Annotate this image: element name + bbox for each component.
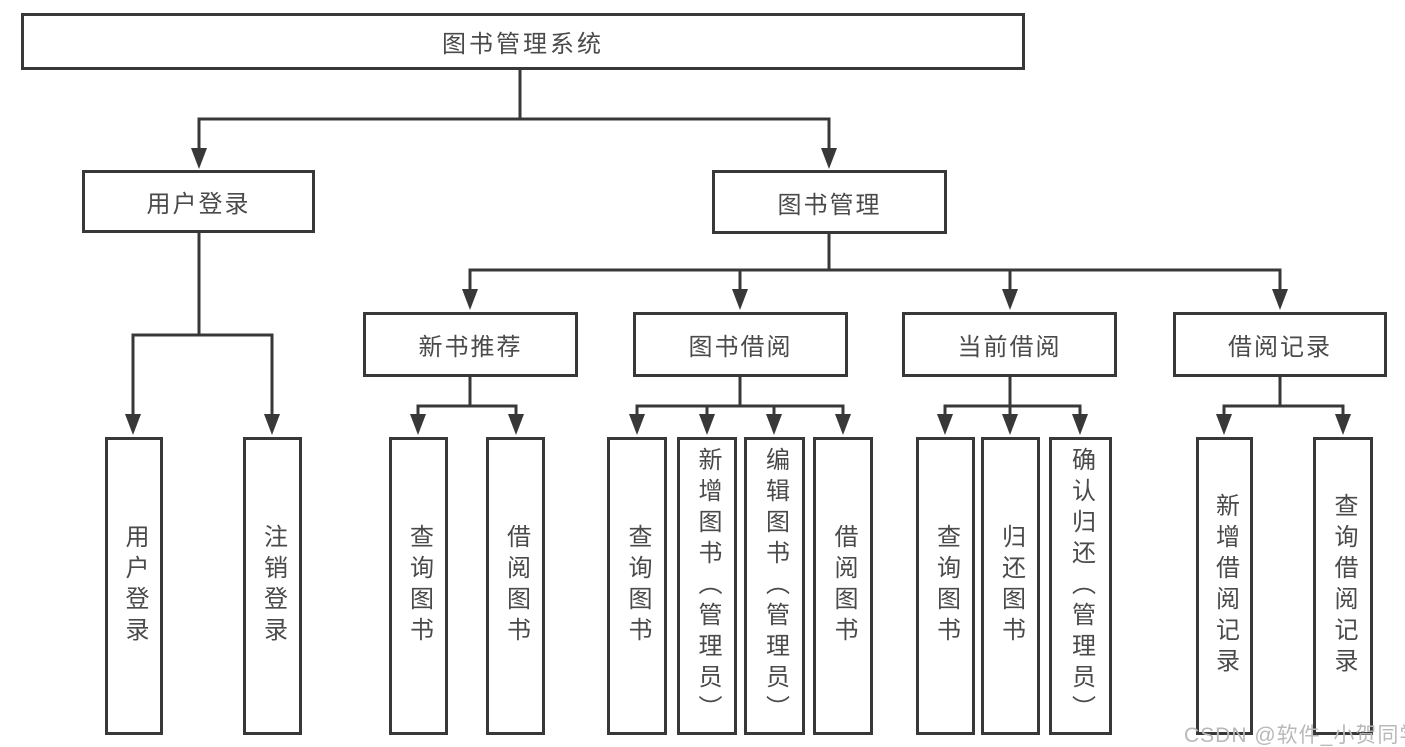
node-label: 借阅图书 [502, 524, 530, 648]
node-user-login: 用户登录 [82, 170, 315, 233]
node-query-books-borrowing: 查询图书 [607, 437, 667, 735]
node-label: 新增借阅记录 [1211, 493, 1239, 679]
node-confirm-return-admin: 确认归还（管理员） [1049, 437, 1112, 735]
node-book-borrowing: 图书借阅 [633, 312, 848, 377]
node-label: 查询借阅记录 [1330, 493, 1357, 679]
node-add-borrow-record: 新增借阅记录 [1196, 437, 1253, 735]
connector-book-borrowing-children [629, 377, 851, 435]
connector-new-book-children [410, 377, 524, 435]
node-label: 注销登录 [259, 524, 287, 648]
node-query-borrow-record: 查询借阅记录 [1313, 437, 1373, 735]
node-book-management: 图书管理 [712, 170, 947, 234]
connector-user-login-children [125, 233, 280, 435]
node-label: 确认归还（管理员） [1067, 446, 1095, 726]
node-new-book-recommend: 新书推荐 [363, 312, 578, 377]
node-label: 查询图书 [624, 524, 651, 648]
connector-current-borrowing-children [937, 377, 1088, 435]
node-edit-book-admin: 编辑图书（管理员） [744, 437, 805, 735]
connector-book-management-children [462, 234, 1288, 310]
node-logout: 注销登录 [243, 437, 302, 735]
node-user-login-leaf: 用户登录 [105, 437, 163, 735]
node-query-books-recommend: 查询图书 [389, 437, 448, 735]
node-borrowing-records: 借阅记录 [1173, 312, 1387, 377]
node-return-books: 归还图书 [981, 437, 1040, 735]
node-borrow-books-recommend: 借阅图书 [486, 437, 545, 735]
node-library-management-system: 图书管理系统 [21, 13, 1025, 70]
node-query-books-current: 查询图书 [916, 437, 975, 735]
csdn-watermark: CSDN @软件_小贺同学 [1184, 724, 1405, 747]
connector-root-to-level2 [191, 70, 837, 169]
node-borrow-books-leaf: 借阅图书 [813, 437, 873, 735]
node-current-borrowing: 当前借阅 [902, 312, 1117, 377]
node-label: 用户登录 [121, 524, 148, 648]
node-label: 编辑图书（管理员） [761, 446, 789, 726]
connector-borrowing-records-children [1216, 377, 1351, 435]
node-label: 查询图书 [405, 524, 433, 648]
node-label: 归还图书 [997, 524, 1025, 648]
node-label: 借阅图书 [830, 524, 857, 648]
node-label: 查询图书 [932, 524, 960, 648]
node-add-book-admin: 新增图书（管理员） [677, 437, 737, 735]
node-label: 新增图书（管理员） [694, 446, 721, 726]
